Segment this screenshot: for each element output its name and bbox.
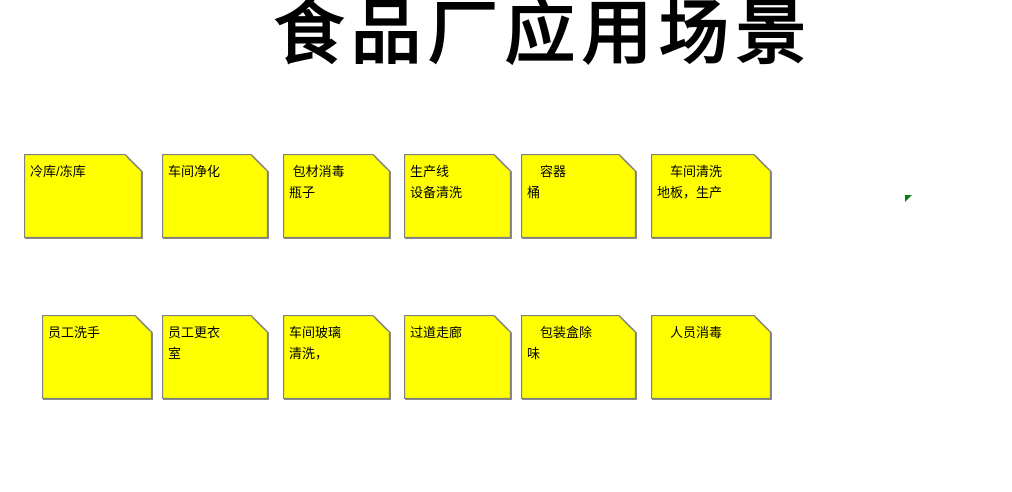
note-card-cold-storage[interactable]: 冷库/冻库 [24,154,142,238]
note-card-changing-room[interactable]: 员工更衣 室 [162,315,268,399]
note-label: 车间净化 [168,164,221,179]
folded-note-shape-icon [651,154,771,238]
note-label: 生产线 设备清洗 [410,164,463,200]
note-label: 容器 桶 [527,164,567,200]
folded-note-shape-icon [651,315,771,399]
note-label: 车间玻璃 清洗， [289,325,342,361]
note-label: 包材消毒 瓶子 [289,164,345,200]
folded-note-shape-icon [162,315,268,399]
note-card-glass-cleaning[interactable]: 车间玻璃 清洗， [283,315,390,399]
folded-note-shape-icon [283,315,390,399]
folded-note-shape-icon [162,154,268,238]
folded-note-shape-icon [24,154,142,238]
note-card-personnel-disinfection[interactable]: 人员消毒 [651,315,771,399]
folded-note-shape-icon [283,154,390,238]
note-label: 员工更衣 室 [168,325,221,361]
page-title: 食品厂应用场景 [274,0,813,73]
note-card-production-line[interactable]: 生产线 设备清洗 [404,154,511,238]
note-card-employee-handwash[interactable]: 员工洗手 [42,315,152,399]
note-label: 人员消毒 [657,325,723,340]
note-card-packaging-disinfection[interactable]: 包材消毒 瓶子 [283,154,390,238]
note-label: 冷库/冻库 [30,164,86,179]
green-triangle-fill [905,195,912,202]
note-card-box-deodorize[interactable]: 包装盒除 味 [521,315,636,399]
note-label: 过道走廊 [410,325,463,340]
note-label: 包装盒除 味 [527,325,593,361]
note-card-container-bucket[interactable]: 容器 桶 [521,154,636,238]
folded-note-shape-icon [42,315,152,399]
folded-note-shape-icon [404,315,511,399]
green-triangle-icon [905,195,912,202]
folded-note-shape-icon [521,315,636,399]
note-label: 车间清洗 地板，生产 [657,164,723,200]
folded-note-shape-icon [521,154,636,238]
note-card-workshop-purification[interactable]: 车间净化 [162,154,268,238]
note-card-workshop-floor-cleaning[interactable]: 车间清洗 地板，生产 [651,154,771,238]
folded-note-shape-icon [404,154,511,238]
note-label: 员工洗手 [48,325,101,340]
note-card-corridor[interactable]: 过道走廊 [404,315,511,399]
